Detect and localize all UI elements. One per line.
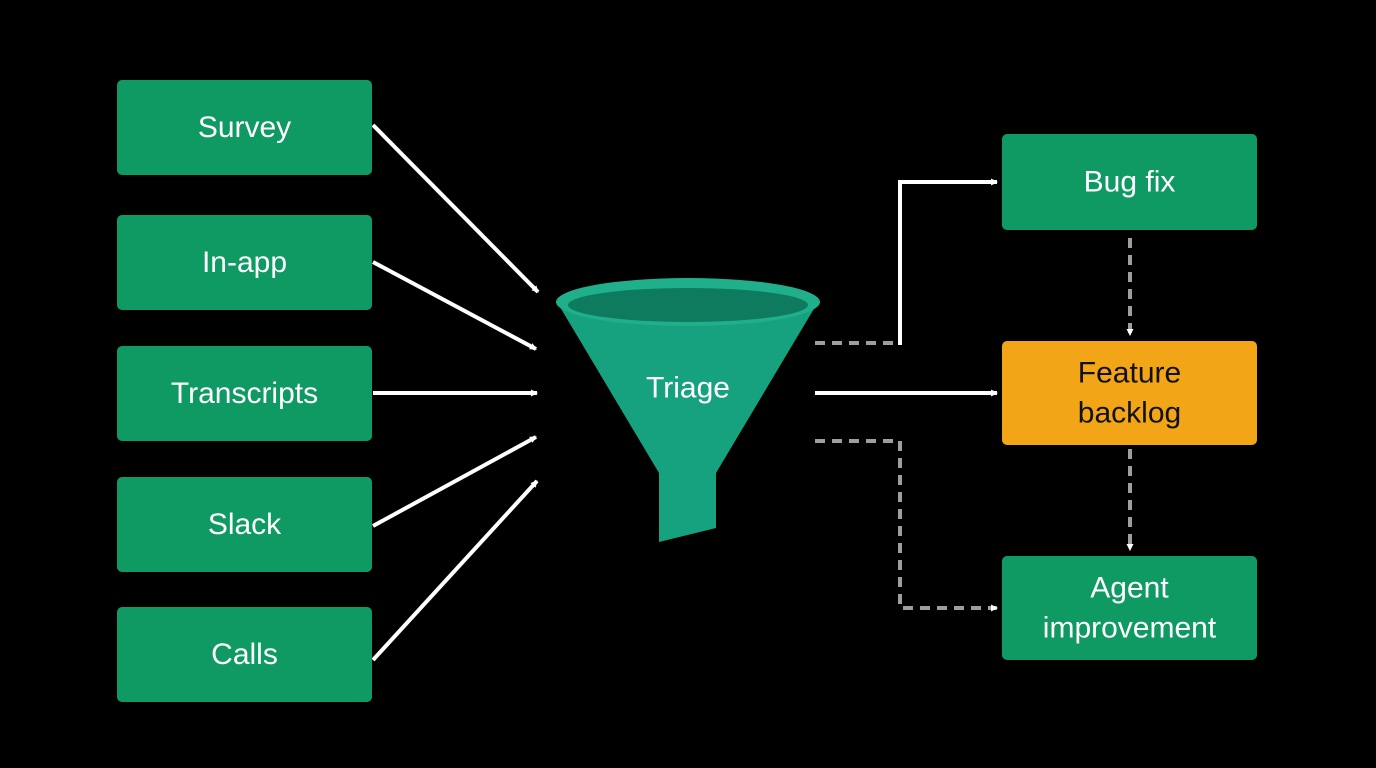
output-label-line: Bug fix: [1084, 166, 1176, 199]
edge-slack-to-triage: [372, 435, 537, 528]
output-label-line: backlog: [1078, 397, 1181, 430]
output-label-line: Agent: [1090, 572, 1169, 605]
source-box: [117, 215, 372, 310]
output-node-bug-fix: Bug fix: [1002, 134, 1257, 230]
output-node-feature-backlog: Feature backlog: [1002, 341, 1257, 445]
funnel-icon: [557, 302, 818, 542]
triage-label: Triage: [646, 372, 730, 405]
source-node-calls: Calls: [117, 607, 372, 702]
output-label-line: Feature: [1078, 357, 1181, 390]
edge-triage-to-bug-fix: [898, 178, 999, 345]
edges-layer: [371, 123, 1134, 662]
triage-funnel: Triage: [556, 278, 820, 542]
source-box: [117, 607, 372, 702]
edge-calls-to-triage: [371, 479, 539, 662]
source-label: Transcripts: [171, 377, 318, 410]
source-node-survey: Survey: [117, 80, 372, 175]
source-node-slack: Slack: [117, 477, 372, 572]
edge-survey-to-triage: [371, 123, 540, 294]
source-label: Slack: [208, 508, 282, 541]
output-node-agent-improvement: Agent improvement: [1002, 556, 1257, 660]
source-node-transcripts: Transcripts: [117, 346, 372, 441]
source-box: [117, 346, 372, 441]
source-box: [117, 80, 372, 175]
edge-triage-to-agent-improvement: [815, 439, 999, 612]
source-label: Calls: [211, 638, 278, 671]
source-label: Survey: [198, 111, 291, 144]
source-box: [117, 477, 372, 572]
edge-in-app-to-triage: [372, 260, 537, 351]
funnel-opening: [568, 288, 808, 322]
output-box: [1002, 341, 1257, 445]
source-node-in-app: In-app: [117, 215, 372, 310]
output-box: [1002, 134, 1257, 230]
source-label: In-app: [202, 246, 287, 279]
output-label-line: improvement: [1043, 612, 1217, 645]
output-box: [1002, 556, 1257, 660]
